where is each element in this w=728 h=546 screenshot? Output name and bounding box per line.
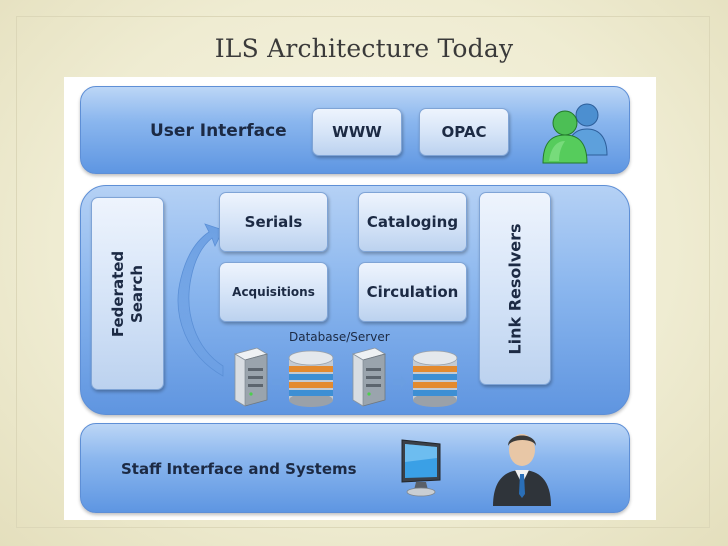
staff-band: Staff Interface and Systems — [80, 423, 630, 513]
arrow-right-icon — [272, 376, 286, 388]
computer-monitor-icon — [401, 439, 441, 497]
serials-box: Serials — [219, 192, 328, 252]
link-resolvers-label: Link Resolvers — [505, 222, 525, 355]
circulation-box: Circulation — [358, 262, 467, 322]
modules-band: Federated Search Serials Cataloging Acqu… — [80, 185, 630, 415]
acquisitions-box: Acquisitions — [219, 262, 328, 322]
www-box: WWW — [312, 108, 402, 156]
architecture-diagram: User Interface WWW OPAC Federated Search — [64, 77, 656, 520]
users-icon — [542, 103, 608, 164]
staff-person-icon — [493, 434, 551, 506]
database-icon — [288, 350, 334, 407]
arrow-right-icon-2 — [393, 376, 407, 388]
cataloging-box: Cataloging — [358, 192, 467, 252]
federated-search-label: Federated Search — [108, 250, 146, 337]
staff-interface-label: Staff Interface and Systems — [121, 460, 357, 478]
user-interface-band: User Interface WWW OPAC — [80, 86, 630, 174]
slide-frame — [16, 16, 710, 528]
federated-search-box: Federated Search — [91, 197, 164, 390]
user-front-figure — [542, 110, 588, 164]
user-interface-label: User Interface — [150, 121, 287, 141]
opac-box: OPAC — [419, 108, 509, 156]
database-icon-2 — [412, 350, 458, 407]
server-icon-2 — [351, 347, 387, 407]
curved-arrow-icon — [177, 223, 224, 377]
link-resolvers-box: Link Resolvers — [479, 192, 551, 385]
slide-title: ILS Architecture Today — [214, 34, 514, 63]
server-icon — [233, 347, 269, 407]
database-server-label: Database/Server — [289, 330, 390, 344]
